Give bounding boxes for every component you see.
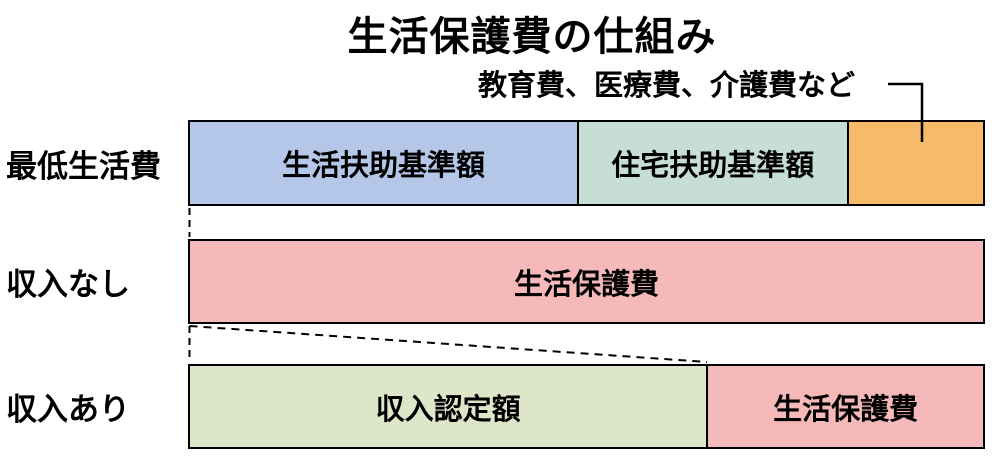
bar-minimum-living-cost: 生活扶助基準額 住宅扶助基準額 [188, 120, 985, 206]
row-label-no-income: 収入なし [6, 267, 130, 303]
annotation-other-expenses: 教育費、医療費、介護費など [478, 68, 856, 102]
row-label-with-income: 収入あり [6, 392, 130, 428]
segment-recognized-income: 収入認定額 [190, 366, 707, 447]
segment-living-assistance: 生活扶助基準額 [190, 122, 577, 204]
bar-with-income: 収入認定額 生活保護費 [188, 364, 985, 449]
segment-welfare-benefit-full: 生活保護費 [190, 241, 983, 322]
bar-no-income: 生活保護費 [188, 239, 985, 324]
segment-welfare-benefit-partial: 生活保護費 [706, 366, 983, 447]
segment-other-expenses [846, 122, 983, 204]
row-label-minimum-living-cost: 最低生活費 [6, 148, 161, 185]
dashed-diagonal-income-split [189, 325, 708, 363]
page-title: 生活保護費の仕組み [347, 14, 717, 60]
segment-housing-assistance: 住宅扶助基準額 [576, 122, 847, 204]
